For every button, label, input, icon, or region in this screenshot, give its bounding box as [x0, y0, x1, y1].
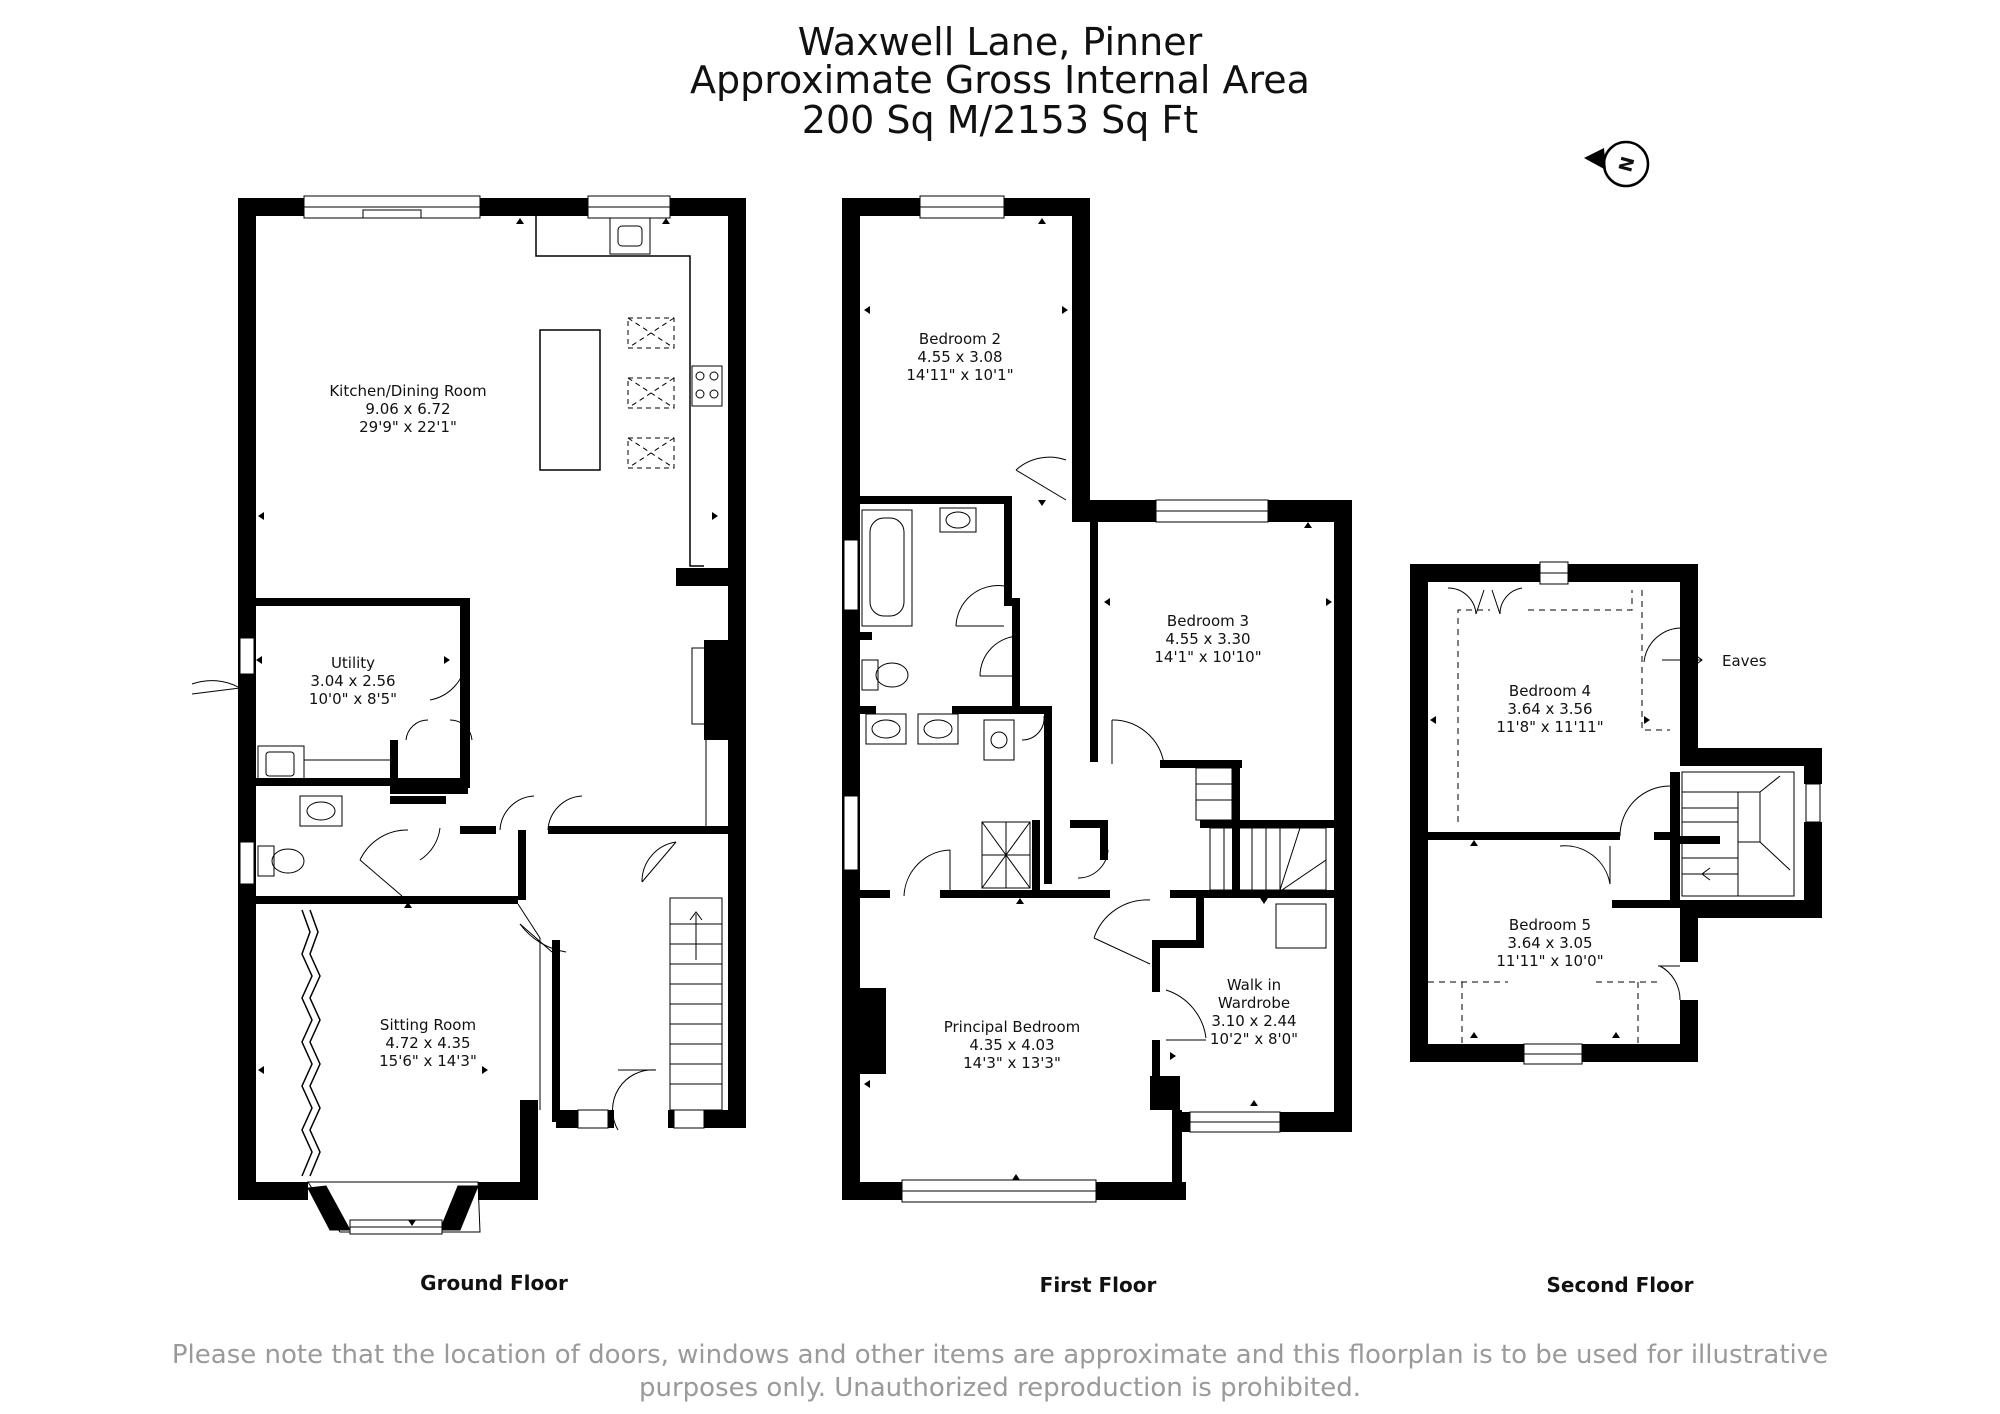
north-compass-icon: [1584, 140, 1650, 188]
bedroom4-metric: 3.64 x 3.56: [1507, 700, 1592, 718]
ground-floor-plan: [191, 195, 746, 1235]
principal-bedroom-imperial: 14'3" x 13'3": [963, 1054, 1061, 1072]
bedroom2-imperial: 14'11" x 10'1": [906, 366, 1013, 384]
kitchen-name: Kitchen/Dining Room: [329, 382, 486, 400]
bedroom5-metric: 3.64 x 3.05: [1507, 934, 1592, 952]
bedroom3-name: Bedroom 3: [1167, 612, 1249, 630]
disclaimer-line-2: purposes only. Unauthorized reproduction…: [638, 1373, 1362, 1403]
disclaimer-line-1: Please note that the location of doors, …: [171, 1340, 1829, 1370]
first-floor-label: First Floor: [1040, 1273, 1157, 1297]
kitchen-metric: 9.06 x 6.72: [365, 400, 450, 418]
sitting-room-name: Sitting Room: [380, 1016, 476, 1034]
bedroom5-name: Bedroom 5: [1509, 916, 1591, 934]
principal-bedroom-name: Principal Bedroom: [944, 1018, 1081, 1036]
sitting-room-imperial: 15'6" x 14'3": [379, 1052, 477, 1070]
bedroom2-metric: 4.55 x 3.08: [917, 348, 1002, 366]
wardrobe-metric: 3.10 x 2.44: [1211, 1012, 1296, 1030]
kitchen-imperial: 29'9" x 22'1": [359, 418, 457, 436]
wardrobe-name-2: Wardrobe: [1218, 994, 1290, 1012]
plan-area: 200 Sq M/2153 Sq Ft: [801, 98, 1199, 142]
compass-label: N: [1615, 154, 1639, 174]
bedroom5-imperial: 11'11" x 10'0": [1496, 952, 1603, 970]
first-floor-plan: [842, 195, 1352, 1203]
plan-subtitle: Approximate Gross Internal Area: [690, 58, 1310, 102]
second-floor-label: Second Floor: [1547, 1273, 1694, 1297]
bedroom3-imperial: 14'1" x 10'10": [1154, 648, 1261, 666]
bedroom4-name: Bedroom 4: [1509, 682, 1591, 700]
second-floor-walls: [1410, 564, 1822, 1062]
ground-floor-labels: Kitchen/Dining Room 9.06 x 6.72 29'9" x …: [309, 382, 487, 1070]
first-floor-labels: Bedroom 2 4.55 x 3.08 14'11" x 10'1" Bed…: [906, 330, 1298, 1072]
second-floor-plan: [1410, 561, 1822, 1065]
utility-metric: 3.04 x 2.56: [310, 672, 395, 690]
principal-bedroom-metric: 4.35 x 4.03: [969, 1036, 1054, 1054]
utility-name: Utility: [331, 654, 375, 672]
bedroom4-imperial: 11'8" x 11'11": [1496, 718, 1603, 736]
sitting-room-metric: 4.72 x 4.35: [385, 1034, 470, 1052]
wardrobe-name-1: Walk in: [1227, 976, 1281, 994]
ground-floor-label: Ground Floor: [420, 1271, 568, 1295]
eaves-label: Eaves: [1722, 652, 1767, 670]
ground-floor-walls: [238, 198, 746, 1200]
plan-title: Waxwell Lane, Pinner: [797, 20, 1203, 64]
bedroom3-metric: 4.55 x 3.30: [1165, 630, 1250, 648]
bedroom2-name: Bedroom 2: [919, 330, 1001, 348]
first-floor-walls: [842, 198, 1352, 1200]
wardrobe-imperial: 10'2" x 8'0": [1210, 1030, 1298, 1048]
utility-imperial: 10'0" x 8'5": [309, 690, 397, 708]
second-floor-labels: Bedroom 4 3.64 x 3.56 11'8" x 11'11" Bed…: [1496, 652, 1766, 970]
